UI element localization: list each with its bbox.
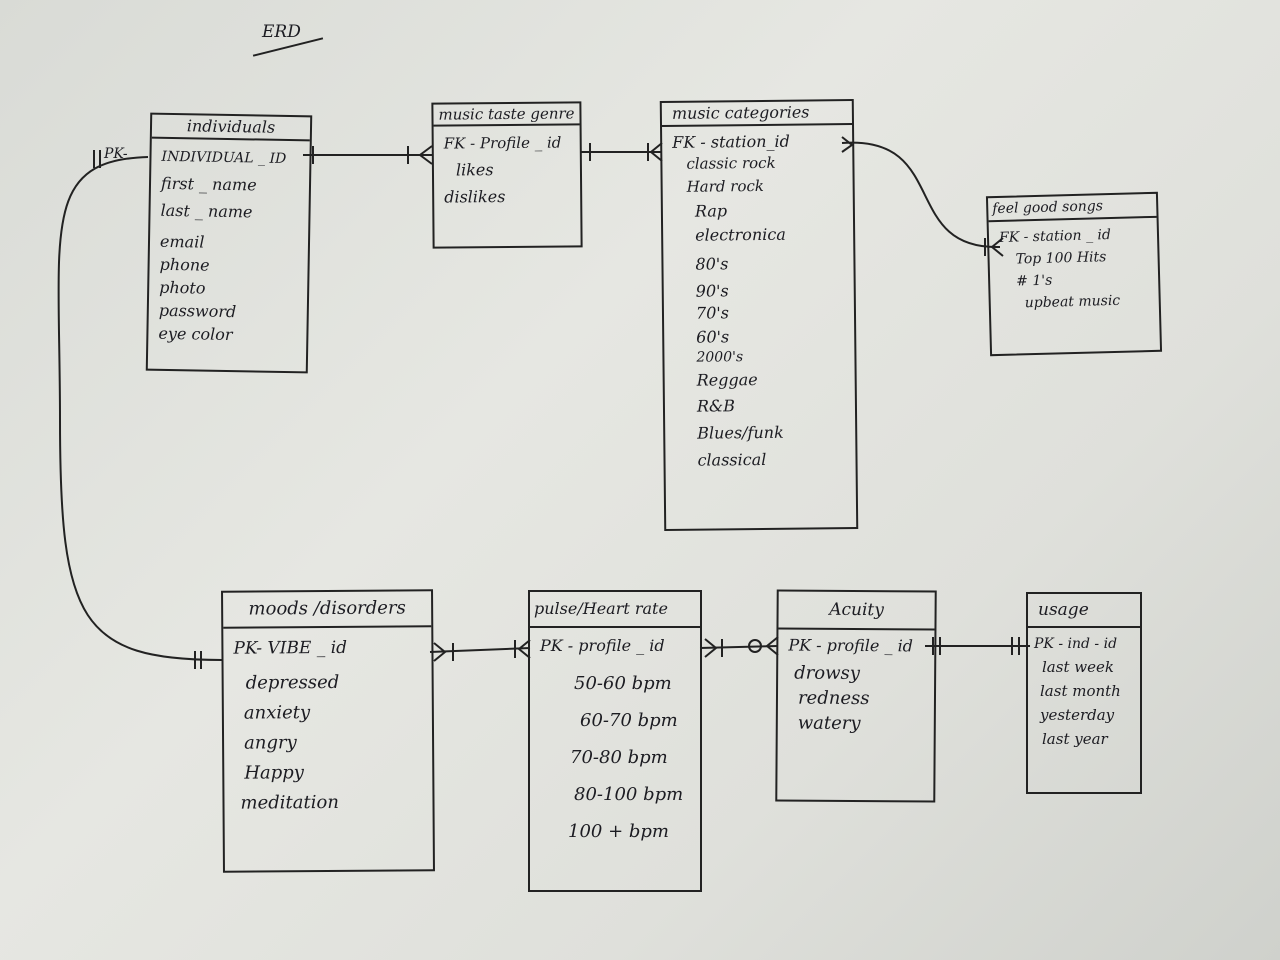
- field: FK - station_id: [672, 131, 790, 152]
- rel-individuals-moods: [57, 156, 223, 661]
- entity-pulse-heart-rate: pulse/Heart rate PK - profile _ id 50-60…: [528, 590, 702, 892]
- field: redness: [797, 687, 870, 710]
- field: 2000's: [696, 349, 744, 366]
- field: 90's: [695, 281, 729, 301]
- field: angry: [244, 732, 297, 754]
- field: phone: [159, 254, 210, 275]
- field: electronica: [695, 224, 786, 245]
- entity-usage: usage PK - ind - id last week last month…: [1026, 592, 1142, 794]
- field: anxiety: [243, 702, 311, 724]
- field: Top 100 Hits: [1015, 249, 1107, 268]
- field: last month: [1040, 682, 1121, 700]
- field: Happy: [244, 762, 305, 784]
- entity-individuals-title: individuals: [151, 114, 311, 142]
- field: last _ name: [160, 200, 253, 222]
- entity-music-taste-genre: music taste genre FK - Profile _ id like…: [431, 101, 583, 249]
- field: upbeat music: [1024, 292, 1121, 312]
- field: eye color: [158, 323, 233, 345]
- field: PK- VIBE _ id: [233, 637, 348, 659]
- individuals-pk-label: PK-: [104, 146, 128, 162]
- field: likes: [455, 160, 494, 180]
- field: last week: [1042, 658, 1114, 676]
- field: drowsy: [794, 662, 861, 685]
- field: Blues/funk: [697, 422, 784, 443]
- field: 60's: [696, 327, 730, 347]
- field: last year: [1042, 730, 1108, 748]
- field: FK - station _ id: [998, 227, 1112, 246]
- entity-music-categories: music categories FK - station_id classic…: [659, 98, 859, 532]
- rel-moods-pulse: [429, 647, 531, 653]
- entity-acuity-title: Acuity: [778, 591, 935, 631]
- field: 100 + bpm: [568, 821, 669, 842]
- diagram-title: ERD: [262, 22, 301, 42]
- field: Rap: [694, 201, 728, 221]
- field: depressed: [245, 671, 340, 694]
- field: classic rock: [686, 153, 776, 173]
- field: Reggae: [696, 370, 758, 390]
- field: first _ name: [160, 173, 257, 195]
- field: photo: [159, 277, 206, 298]
- field: 60-70 bpm: [580, 710, 678, 731]
- field: PK - profile _ id: [540, 636, 665, 655]
- field: dislikes: [444, 187, 506, 207]
- field: PK - profile _ id: [788, 635, 914, 656]
- field: 80-100 bpm: [574, 784, 684, 805]
- entity-acuity: Acuity PK - profile _ id drowsy redness …: [775, 589, 937, 803]
- field: 70's: [695, 303, 730, 323]
- rel-pulse-acuity: [699, 645, 779, 649]
- field: password: [158, 300, 237, 322]
- field: meditation: [240, 791, 339, 814]
- field: FK - Profile _ id: [443, 133, 562, 153]
- entity-moods-disorders: moods /disorders PK- VIBE _ id depressed…: [221, 589, 435, 873]
- entity-music-taste-title: music taste genre: [433, 103, 580, 127]
- field: 80's: [695, 254, 729, 274]
- field: 70-80 bpm: [570, 747, 668, 768]
- field: yesterday: [1040, 706, 1115, 724]
- field: R&B: [696, 396, 736, 416]
- field: classical: [697, 449, 767, 470]
- entity-feel-good-songs: feel good songs FK - station _ id Top 10…: [985, 191, 1163, 357]
- field: 50-60 bpm: [574, 673, 672, 694]
- entity-individuals: individuals INDIVIDUAL _ ID first _ name…: [145, 112, 313, 374]
- field: email: [159, 231, 205, 252]
- field: INDIVIDUAL _ ID: [161, 148, 287, 167]
- entity-usage-title: usage: [1028, 594, 1140, 628]
- entity-moods-title: moods /disorders: [223, 591, 432, 629]
- field: # 1's: [1015, 272, 1053, 290]
- field: Hard rock: [686, 176, 765, 196]
- field: PK - ind - id: [1034, 636, 1118, 652]
- entity-music-categories-title: music categories: [661, 101, 853, 128]
- entity-pulse-title: pulse/Heart rate: [530, 592, 700, 628]
- rel-categories-feelgood: [841, 141, 1001, 249]
- field: watery: [797, 712, 861, 735]
